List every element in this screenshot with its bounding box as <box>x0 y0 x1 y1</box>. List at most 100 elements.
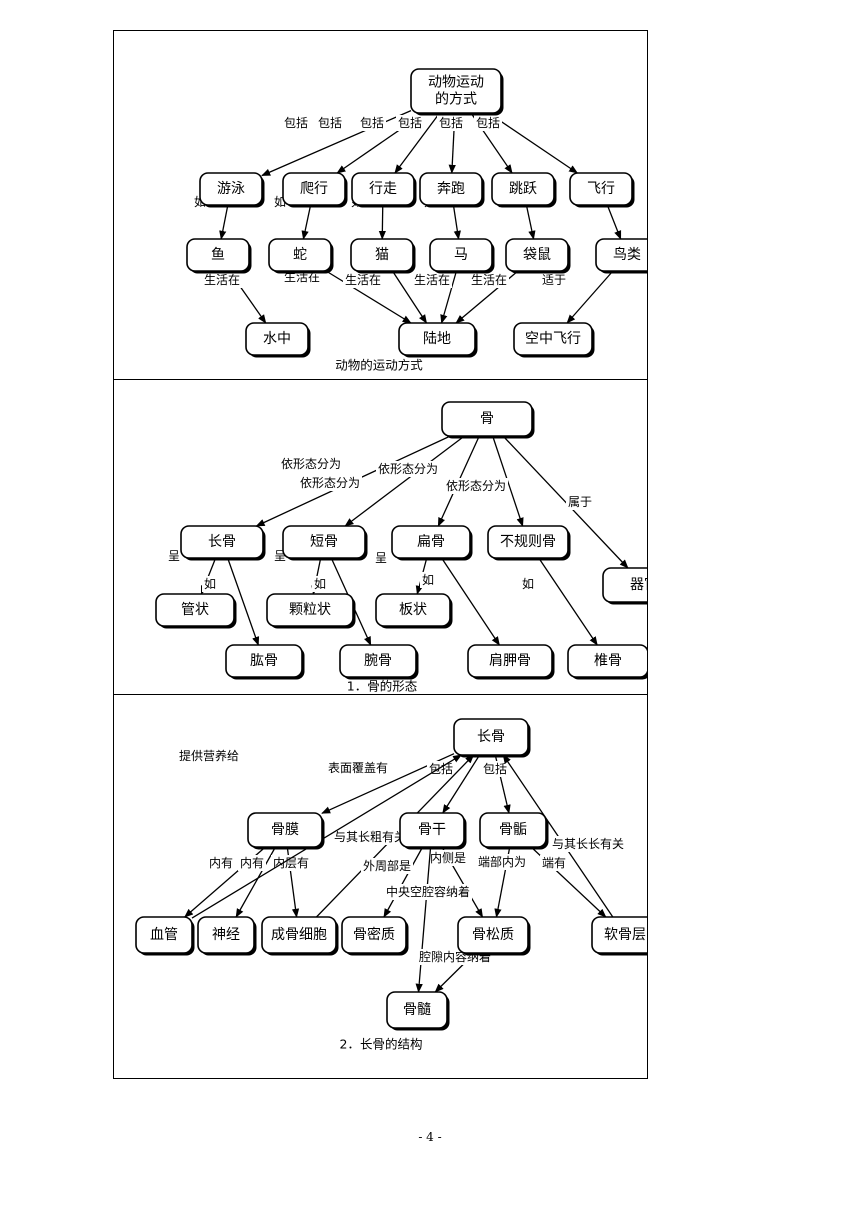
node-label: 腕骨 <box>364 653 392 669</box>
node-vessel: 血管 <box>135 916 195 956</box>
edge-label-bg <box>271 855 311 871</box>
edge-label-bg <box>476 854 528 870</box>
edges: 依形态分为依形态分为依形态分为依形态分为属于呈如呈如呈如如 <box>166 435 629 646</box>
edge-label-bg <box>166 548 182 564</box>
node-label: 骨 <box>480 411 494 427</box>
edge-label-root-to-crawl: 包括 <box>318 115 342 130</box>
node-label: 长骨 <box>208 534 236 550</box>
edge-label-bg <box>238 855 266 871</box>
edge-label-bg <box>298 475 362 491</box>
node-box <box>595 238 647 272</box>
node-box <box>567 644 647 678</box>
diagram-caption: 动物的运动方式 <box>335 358 423 373</box>
edge-label-longbone-to-periosteum: 表面覆盖有 <box>328 761 388 775</box>
edge-label-bone-to-long: 依形态分为 <box>281 456 341 471</box>
node-snake: 蛇 <box>268 238 334 274</box>
nodes: 长骨骨膜 骨干 骨骺血管 神经成骨细胞骨密质 骨松质 软骨层骨髓 <box>135 718 647 1031</box>
edge-label-bg <box>361 858 413 874</box>
node-label: 骨密质 <box>353 926 395 943</box>
edge-label-bg <box>437 115 465 131</box>
node-box <box>479 812 547 848</box>
node-label: 飞行 <box>587 181 615 197</box>
node-box <box>386 991 448 1029</box>
node-water: 水中 <box>245 322 311 358</box>
node-label: 行走 <box>369 181 397 197</box>
node-box <box>491 172 555 206</box>
node-label: 短骨 <box>310 534 338 550</box>
edge-label-vessel-to-longbone: 提供营养给 <box>179 748 239 763</box>
edge-long-to-humerus <box>227 557 260 646</box>
edge-label-bone-to-irregular: 依形态分为 <box>446 478 506 493</box>
node-box <box>180 525 264 559</box>
edge-root-to-fly <box>488 112 579 174</box>
node-label: 骨骺 <box>499 821 527 838</box>
edge-label-kangaroo-to-land: 生活在 <box>471 273 507 287</box>
node-box <box>410 68 502 114</box>
page-number: - 4 - <box>418 1130 442 1144</box>
node-label: 骨干 <box>418 822 446 838</box>
edge-walk-to-cat <box>378 204 387 240</box>
node-walk: 行走 <box>351 172 417 208</box>
node-longbone: 长骨 <box>453 718 531 758</box>
node-label: 颗粒状 <box>289 602 331 618</box>
edge-horse-to-land <box>440 270 458 324</box>
node-label: 猫 <box>375 247 389 263</box>
edge-label-root-to-run: 包括 <box>398 115 422 130</box>
node-cartilage: 软骨层 <box>591 916 647 956</box>
node-box <box>429 238 493 272</box>
edge-label-bg <box>520 576 536 592</box>
node-jump: 跳跃 <box>491 172 557 208</box>
node-label: 软骨层 <box>604 927 646 943</box>
node-label: 骨松质 <box>472 927 514 943</box>
edge-label-root-to-swim: 包括 <box>284 115 308 130</box>
edge-shaft-to-compact <box>383 846 424 918</box>
node-label: 游泳 <box>217 181 245 197</box>
edge-label-periosteum-to-osteoblast: 内层有 <box>273 856 309 870</box>
edge-label-cat-to-land: 生活在 <box>345 273 381 287</box>
node-bird: 鸟类 <box>595 238 647 274</box>
edge-label-shaft-to-spongy: 内侧是 <box>430 851 466 865</box>
node-bone: 骨 <box>441 401 535 439</box>
node-box <box>602 567 647 603</box>
node-osteoblast: 成骨细胞 <box>261 916 339 956</box>
node-label: 肱骨 <box>250 653 278 669</box>
edge-flat-to-scapula <box>441 557 500 646</box>
edges: 表面覆盖有包括包括内有内有内层有与其长粗有关提供营养给外周部是内侧是中央空腔容纳… <box>177 748 626 993</box>
node-label: 骨膜 <box>271 822 299 838</box>
node-box <box>441 401 533 437</box>
edge-label-bg <box>469 272 509 288</box>
node-shaft: 骨干 <box>399 812 467 850</box>
edge-cat-to-land <box>391 270 428 324</box>
node-label: 血管 <box>150 927 178 943</box>
node-label: 鱼 <box>211 246 225 263</box>
edge-swim-to-fish <box>219 204 229 240</box>
edge-label-epiphysis-to-cartilage: 端有 <box>542 856 566 870</box>
node-box <box>419 172 483 206</box>
edge-root-to-swim <box>261 110 412 177</box>
node-box <box>247 812 323 848</box>
nodes: 动物运动的方式游泳爬行行走奔跑跳跃飞行鱼蛇猫马袋鼠鸟类水中陆地空中飞行 <box>186 68 647 358</box>
node-box <box>591 916 647 954</box>
node-flat: 扁骨 <box>391 525 473 561</box>
node-label: 动物运动 <box>428 75 484 91</box>
edge-label-fish-to-water: 生活在 <box>204 273 240 287</box>
edge-label-bone-to-organ: 属于 <box>568 495 592 509</box>
node-box <box>505 238 569 272</box>
node-box <box>375 593 451 627</box>
edge-label-bg <box>282 115 310 131</box>
node-nerve: 神经 <box>197 916 257 956</box>
long-bone-diagram: 表面覆盖有包括包括内有内有内层有与其长粗有关提供营养给外周部是内侧是中央空腔容纳… <box>135 718 647 1052</box>
edge-label-horse-to-land: 生活在 <box>414 273 450 287</box>
node-box <box>186 238 250 272</box>
node-box <box>341 916 407 954</box>
node-label: 骨髓 <box>403 1002 431 1018</box>
node-label: 板状 <box>399 602 427 618</box>
node-box <box>339 644 417 678</box>
diagram-panel-bone-shape: 依形态分为依形态分为依形态分为依形态分为属于呈如呈如呈如如骨长骨短骨扁骨不规则骨… <box>113 379 648 695</box>
node-label: 跳跃 <box>509 181 537 197</box>
edge-label-bg <box>566 494 594 510</box>
node-label: 奔跑 <box>437 181 465 197</box>
node-tube: 管状 <box>155 593 237 629</box>
node-label: 不规则骨 <box>500 534 556 550</box>
edge-label-longbone-to-epiphysis: 包括 <box>483 761 507 776</box>
